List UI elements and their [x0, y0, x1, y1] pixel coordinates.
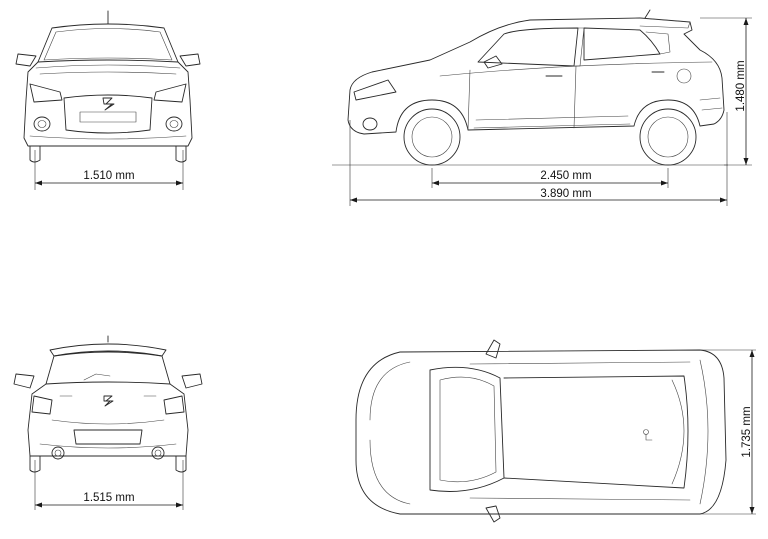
suzuki-logo-icon — [102, 97, 115, 111]
top-view: 1.735 mm — [355, 339, 756, 523]
suzuki-logo-icon — [103, 395, 114, 407]
side-view: 1.480 mm 2.450 mm 3.890 mm — [332, 9, 752, 206]
overall-width-label: 1.735 mm — [741, 406, 753, 457]
rear-track-label: 1.515 mm — [83, 492, 134, 504]
overall-length-label: 3.890 mm — [540, 188, 591, 200]
front-track-label: 1.510 mm — [83, 170, 134, 182]
overall-height-label: 1.480 mm — [735, 60, 747, 111]
front-view: 1.510 mm — [15, 10, 201, 190]
wheelbase-label: 2.450 mm — [540, 170, 591, 182]
rear-view: 1.515 mm — [13, 335, 203, 510]
